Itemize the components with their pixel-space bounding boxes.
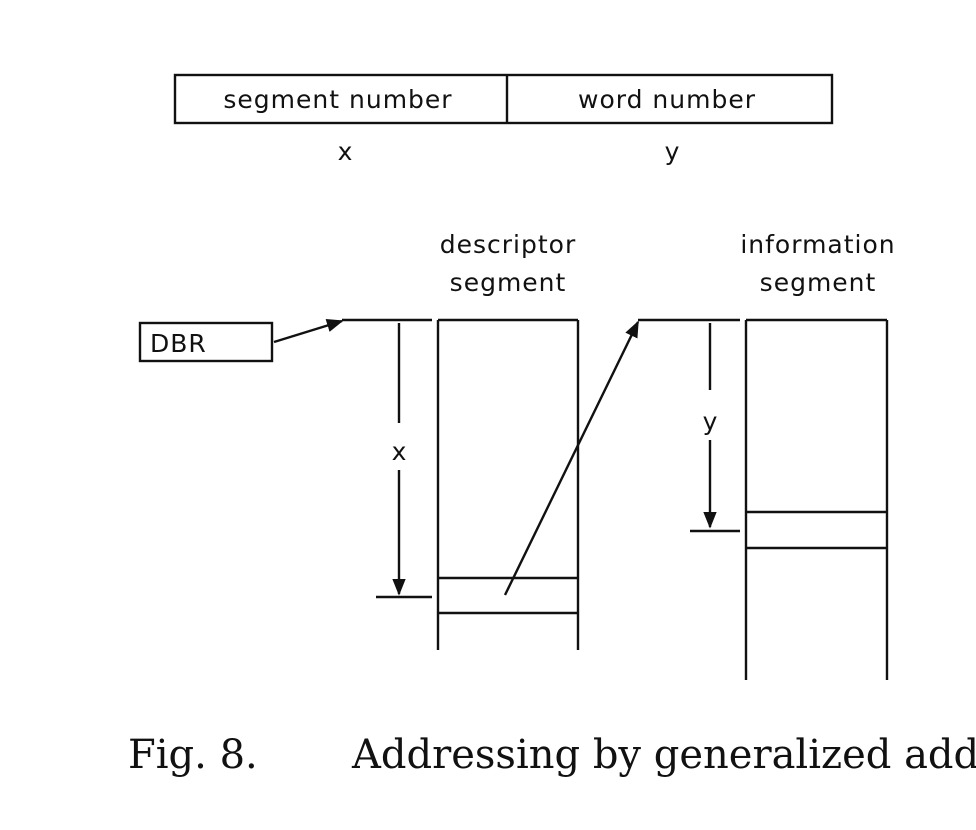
dbr-register: DBR [138,319,344,363]
dbr-box [138,321,274,363]
dbr-label: DBR [150,329,207,358]
caption-figure-number: Fig. 8. [128,732,258,778]
segment-number-variable: x [338,137,353,166]
descriptor-segment-title-line1: descriptor [440,230,577,259]
address-format-box [173,73,834,125]
figure-caption: Fig. 8. Addressing by generalized addres… [128,732,976,778]
dbr-pointer-arrow [273,319,344,344]
information-segment-title-line1: information [740,230,895,259]
word-number-variable: y [665,137,680,166]
information-segment-title-line2: segment [760,268,877,297]
descriptor-segment: descriptor segment x [342,230,580,650]
information-offset-variable: y [703,407,718,436]
descriptor-to-information-arrow [503,320,640,596]
address-format: segment number word number x y [173,73,834,166]
segment-number-field-label: segment number [223,85,452,114]
caption-text: Addressing by generalized address [351,732,976,778]
word-number-field-label: word number [578,85,756,114]
descriptor-offset-variable: x [392,437,407,466]
information-segment: information segment y [638,230,895,680]
descriptor-segment-title-line2: segment [450,268,567,297]
